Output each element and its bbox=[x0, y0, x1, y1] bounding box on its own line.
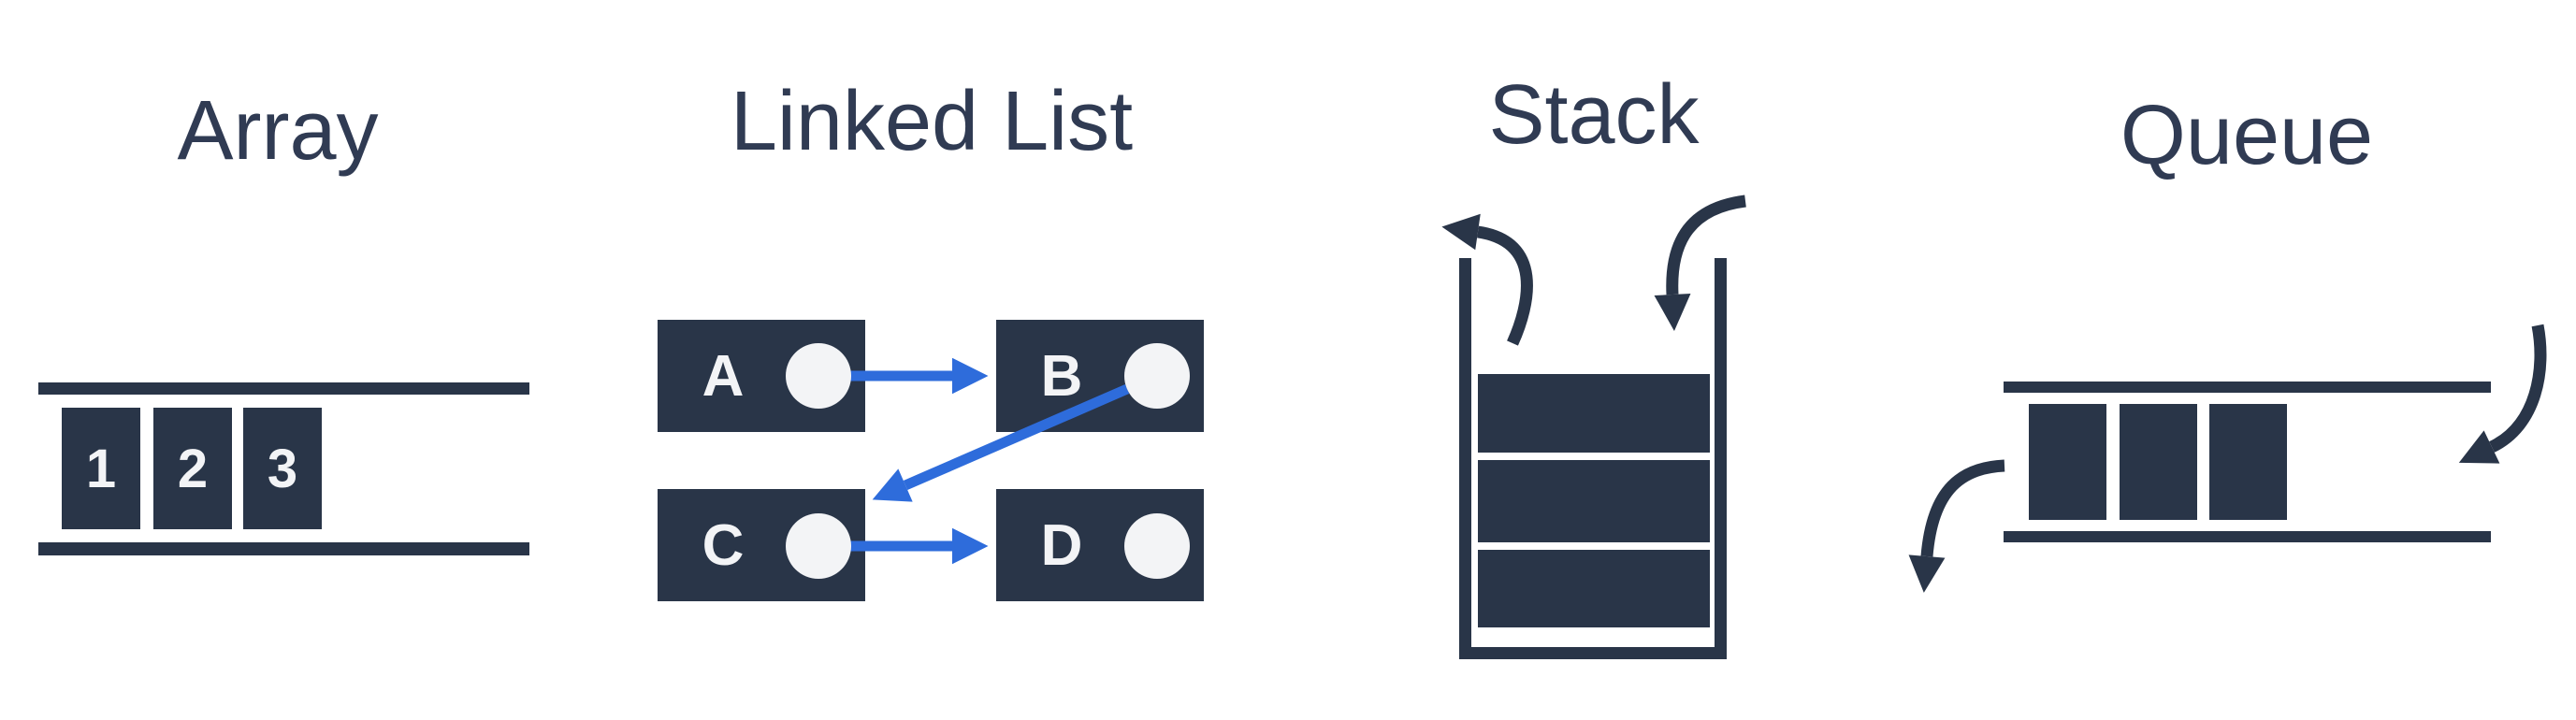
array-bottom-rail bbox=[38, 542, 529, 555]
queue-top-rail bbox=[2004, 382, 2491, 393]
queue-item-3 bbox=[2209, 404, 2287, 520]
stack-item-top bbox=[1478, 374, 1710, 453]
array-title: Array bbox=[177, 84, 379, 178]
node-c-pointer-circle bbox=[786, 513, 851, 579]
node-a-pointer-circle bbox=[786, 343, 851, 409]
queue-item-1 bbox=[2029, 404, 2106, 520]
node-c-label: C bbox=[702, 512, 745, 578]
queue-title: Queue bbox=[2120, 89, 2374, 182]
stack-push-arrow bbox=[1654, 194, 1746, 331]
stack-bottom-wall bbox=[1459, 647, 1727, 659]
linked-list-title: Linked List bbox=[730, 75, 1134, 168]
array-cell-1: 1 bbox=[62, 408, 140, 529]
queue-dequeue-arrow bbox=[1908, 459, 2005, 593]
stack-pop-arrow bbox=[1441, 213, 1533, 346]
queue-item-2 bbox=[2120, 404, 2197, 520]
stack-item-bottom bbox=[1478, 550, 1710, 627]
node-b-pointer-circle bbox=[1124, 343, 1190, 409]
node-d-pointer-circle bbox=[1124, 513, 1190, 579]
arrow-b-to-c bbox=[872, 383, 1130, 502]
stack-title: Stack bbox=[1488, 68, 1700, 162]
stack-right-wall bbox=[1715, 258, 1727, 659]
array-cell-3: 3 bbox=[243, 408, 322, 529]
node-d-label: D bbox=[1040, 512, 1083, 578]
stack-left-wall bbox=[1459, 258, 1471, 659]
queue-enqueue-arrow bbox=[2458, 324, 2547, 464]
array-top-rail bbox=[38, 382, 529, 395]
queue-bottom-rail bbox=[2004, 531, 2491, 542]
array-cell-2: 2 bbox=[153, 408, 232, 529]
node-a-label: A bbox=[702, 343, 745, 409]
node-b-label: B bbox=[1040, 343, 1083, 409]
stack-item-middle bbox=[1478, 460, 1710, 542]
